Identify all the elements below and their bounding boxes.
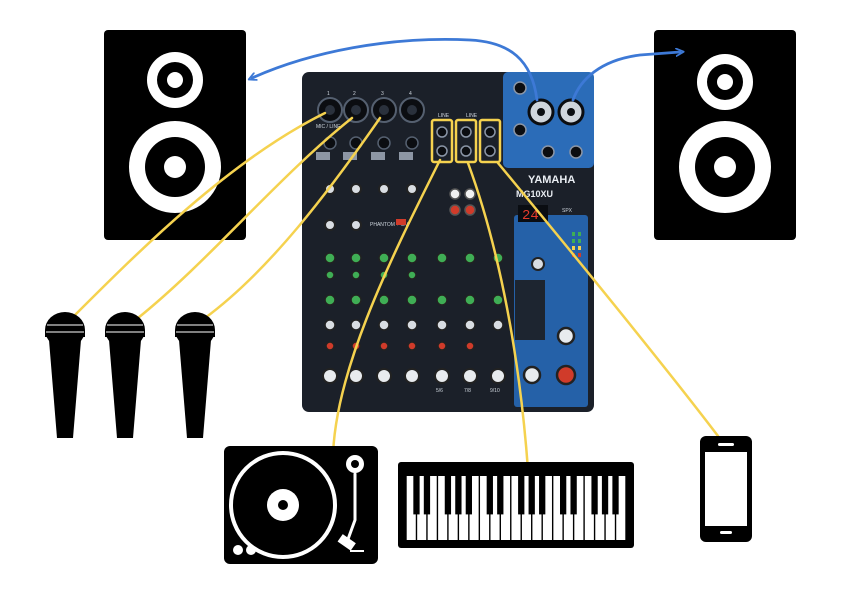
stereo-input-highlights (430, 118, 502, 164)
white-key (553, 476, 563, 540)
black-key (601, 476, 609, 515)
pad-switches (316, 152, 413, 160)
microphone-3 (175, 312, 215, 438)
brand-label: YAMAHA (528, 174, 575, 186)
white-key (584, 476, 594, 540)
cable-output-right (571, 52, 680, 102)
black-key (518, 476, 525, 515)
speaker-icon (104, 30, 246, 240)
cable-keyboard (466, 161, 530, 472)
rca-jacks (449, 188, 476, 216)
black-key (486, 476, 493, 515)
black-key (591, 476, 598, 515)
mic-line-label: MIC / LINE (316, 124, 341, 130)
mixer: 1 2 3 4 MIC / LINE LINE LINE PHANTOM +48… (302, 72, 594, 412)
white-key (595, 476, 605, 540)
stereo-line-label: LINE (466, 113, 478, 119)
cable-mic-3 (203, 116, 382, 320)
channel-number: 1 (327, 91, 330, 97)
speaker-left (104, 30, 246, 240)
white-key (532, 476, 542, 540)
black-key (539, 476, 546, 515)
stereo-channel-label: 5/6 (436, 388, 443, 394)
black-key (455, 476, 462, 515)
cable-mic-1 (70, 111, 327, 320)
white-key (542, 476, 552, 540)
channel-number: 2 (353, 91, 356, 97)
white-key (438, 476, 448, 540)
phantom-switch (396, 219, 406, 225)
black-key (465, 476, 472, 515)
fx-label: SPX (562, 208, 573, 214)
master-knobs (522, 257, 577, 386)
black-keys (413, 476, 619, 515)
mic-input-jacks (317, 97, 425, 123)
signal-cables (70, 111, 720, 472)
keyboard-icon (398, 462, 634, 548)
phantom-label: PHANTOM +48V (370, 222, 409, 228)
microphone-1 (45, 312, 85, 438)
cable-mic-2 (136, 116, 354, 320)
white-key (448, 476, 458, 540)
white-key (574, 476, 584, 540)
turntable-icon (224, 446, 378, 564)
channel-number: 4 (409, 91, 412, 97)
cable-turntable (331, 158, 442, 470)
white-key (480, 476, 490, 540)
black-key (423, 476, 431, 515)
white-key (500, 476, 511, 540)
white-key (521, 476, 532, 540)
microphone-icon (175, 312, 215, 438)
stereo-input-jacks (436, 126, 496, 157)
smartphone (700, 436, 752, 542)
white-key (616, 476, 626, 540)
white-key (605, 476, 615, 540)
black-key (444, 476, 452, 515)
stereo-channel-label: 7/8 (464, 388, 471, 394)
speaker-icon (654, 30, 796, 240)
keyboard (398, 462, 634, 548)
stereo-line-label: LINE (438, 113, 450, 119)
white-key (459, 476, 469, 540)
black-key (612, 476, 619, 515)
microphone-2 (105, 312, 145, 438)
white-key (417, 476, 427, 540)
channel-number-labels: 1 2 3 4 (327, 91, 412, 97)
white-keys (406, 476, 626, 540)
white-key (511, 476, 521, 540)
black-key (570, 476, 577, 515)
black-key (528, 476, 535, 515)
cable-output-left (252, 38, 539, 102)
white-key (490, 476, 500, 540)
channel-number: 3 (381, 91, 384, 97)
output-cables (252, 38, 680, 102)
cable-phone (496, 161, 720, 438)
smartphone-icon (700, 436, 752, 542)
fx-display-value: 24 (522, 208, 539, 224)
white-key (427, 476, 437, 540)
speaker-right (654, 30, 796, 240)
white-key (406, 476, 416, 540)
fx-display: 24 (518, 205, 548, 224)
black-key (560, 476, 567, 515)
model-label: MG10XU (516, 189, 553, 199)
microphone-icon (105, 312, 145, 438)
main-output-jacks (513, 81, 585, 159)
black-key (497, 476, 504, 515)
black-key (413, 476, 420, 515)
stereo-channel-label: 9/10 (490, 388, 500, 394)
microphone-icon (45, 312, 85, 438)
white-key (469, 476, 479, 540)
turntable (224, 446, 378, 564)
white-key (563, 476, 573, 540)
